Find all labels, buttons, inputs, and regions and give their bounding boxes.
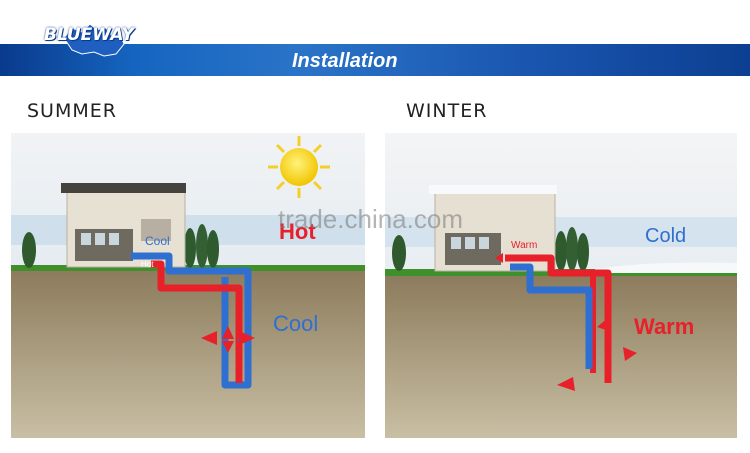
winter-air-label: Cold: [645, 225, 686, 247]
summer-heading: SUMMER: [27, 100, 117, 122]
sun-icon: [268, 136, 330, 198]
australia-logo-icon: [63, 23, 125, 57]
snowy-house-icon: [429, 185, 557, 272]
brand-logo-text[interactable]: BLUEWAY: [44, 25, 134, 45]
summer-hot-label: Hot: [141, 260, 154, 269]
summer-house-label: Cool: [145, 234, 170, 248]
winter-heading: WINTER: [406, 100, 488, 122]
winter-house-label: Warm: [511, 240, 537, 251]
banner-title: Installation: [292, 50, 398, 72]
summer-diagram: Cool Hot Hot Cool: [11, 133, 365, 438]
winter-ground-label: Warm: [634, 314, 694, 339]
summer-ground-label: Cool: [273, 311, 318, 336]
winter-diagram: Warm Cold Warm: [385, 133, 737, 438]
watermark-text: trade.china.com: [278, 204, 463, 234]
header-banner: [0, 44, 750, 76]
summer-air-label: Hot: [279, 219, 316, 244]
